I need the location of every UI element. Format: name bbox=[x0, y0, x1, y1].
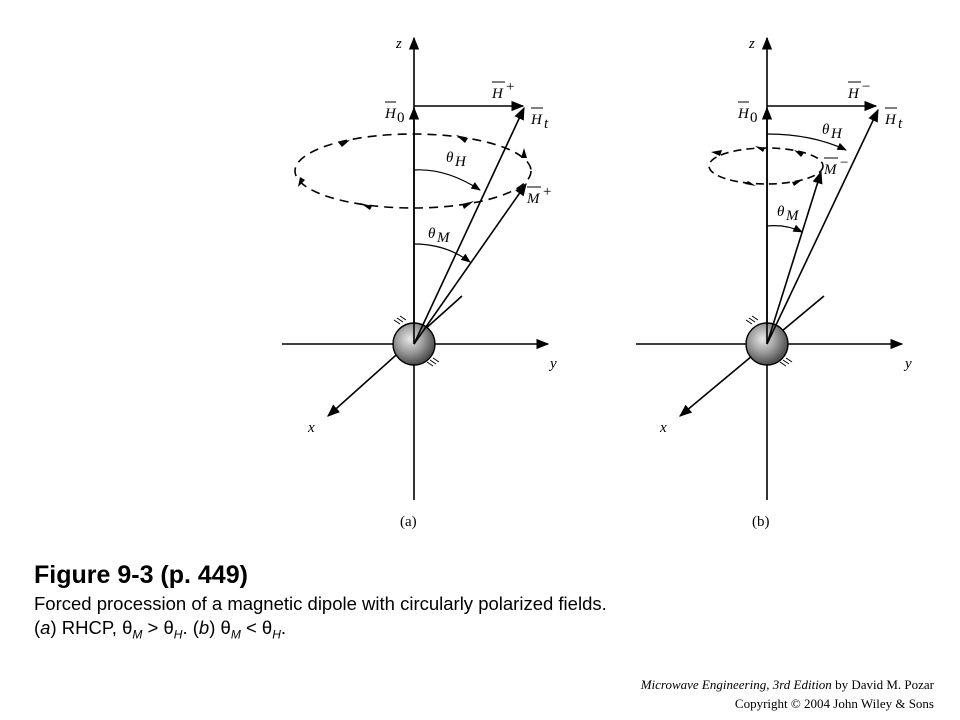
panel-b-label: (b) bbox=[752, 514, 770, 530]
m-plus-vector bbox=[413, 182, 527, 345]
book-author: by David M. Pozar bbox=[831, 677, 934, 692]
credit-copyright: Copyright © 2004 John Wiley & Sons bbox=[734, 696, 934, 711]
svg-text:H: H bbox=[830, 126, 843, 142]
panel-a: z y x H 0 H + H t M + θ H θ M bbox=[282, 36, 557, 530]
caption-line-1: Forced procession of a magnetic dipole w… bbox=[34, 593, 607, 614]
svg-text:θ: θ bbox=[428, 226, 436, 242]
figure-caption: Figure 9-3 (p. 449) Forced procession of… bbox=[34, 558, 934, 647]
svg-text:0: 0 bbox=[750, 110, 758, 126]
ht-label: H t bbox=[530, 107, 549, 132]
theta-m-arc bbox=[413, 243, 471, 263]
y-axis-label: y bbox=[903, 356, 912, 372]
svg-text:M: M bbox=[823, 162, 838, 178]
caption-title: Figure 9-3 (p. 449) bbox=[34, 561, 248, 589]
z-axis-label: z bbox=[748, 36, 755, 52]
svg-text:H: H bbox=[491, 86, 504, 102]
m-plus-label: M + bbox=[526, 184, 551, 207]
caption-line-2: (a) RHCP, θM > θH. (b) θM < θH. bbox=[34, 617, 287, 642]
svg-text:t: t bbox=[898, 116, 903, 132]
svg-text:θ: θ bbox=[822, 122, 830, 138]
m-minus-label: M − bbox=[823, 155, 848, 178]
x-axis-label: x bbox=[659, 420, 667, 436]
svg-text:H: H bbox=[530, 112, 543, 128]
h0-label: H 0 bbox=[737, 101, 758, 126]
precession-ellipse bbox=[708, 147, 824, 185]
m-minus-vector bbox=[766, 170, 823, 345]
svg-text:0: 0 bbox=[397, 110, 405, 126]
book-credit: Microwave Engineering, 3rd Edition by Da… bbox=[641, 675, 934, 713]
x-axis bbox=[327, 295, 463, 417]
svg-text:H: H bbox=[847, 86, 860, 102]
h0-label: H 0 bbox=[384, 101, 405, 126]
ellipse-arrows bbox=[298, 135, 527, 210]
theta-m-label: θ M bbox=[777, 204, 800, 224]
ht-vector bbox=[766, 108, 879, 345]
panel-a-label: (a) bbox=[400, 514, 417, 530]
svg-text:θ: θ bbox=[777, 204, 785, 220]
svg-text:H: H bbox=[384, 106, 397, 122]
precession-ellipse bbox=[294, 133, 532, 209]
credit-line-1: Microwave Engineering, 3rd Edition by Da… bbox=[641, 675, 934, 694]
svg-text:H: H bbox=[454, 154, 467, 170]
theta-h-label: θ H bbox=[446, 150, 467, 170]
theta-m-label: θ M bbox=[428, 226, 451, 246]
svg-text:−: − bbox=[840, 155, 848, 171]
z-axis-label: z bbox=[395, 36, 402, 52]
svg-text:+: + bbox=[506, 79, 514, 95]
theta-h-arc bbox=[766, 133, 847, 151]
theta-h-label: θ H bbox=[822, 122, 843, 142]
svg-text:M: M bbox=[785, 208, 800, 224]
figure-diagram: z y x H 0 H + H t M + θ H θ M bbox=[282, 36, 912, 530]
svg-text:+: + bbox=[543, 184, 551, 200]
h-plus-label: H + bbox=[491, 79, 514, 102]
x-axis-label: x bbox=[307, 420, 315, 436]
ht-label: H t bbox=[884, 107, 903, 132]
svg-text:M: M bbox=[526, 191, 541, 207]
svg-text:−: − bbox=[862, 79, 870, 95]
ellipse-arrows bbox=[711, 146, 804, 186]
support-hatch bbox=[393, 315, 440, 367]
h-minus-label: H − bbox=[847, 79, 870, 102]
theta-h-arc bbox=[413, 169, 481, 191]
y-axis-label: y bbox=[548, 356, 557, 372]
svg-text:M: M bbox=[436, 230, 451, 246]
book-title: Microwave Engineering, 3rd Edition bbox=[640, 677, 832, 692]
svg-text:t: t bbox=[544, 116, 549, 132]
theta-m-arc bbox=[766, 224, 803, 233]
panel-b: z y x H 0 H − H t M − θ H θ M bbox=[636, 36, 912, 530]
svg-text:H: H bbox=[884, 112, 897, 128]
svg-text:θ: θ bbox=[446, 150, 454, 166]
svg-text:H: H bbox=[737, 106, 750, 122]
support-hatch bbox=[745, 315, 793, 367]
